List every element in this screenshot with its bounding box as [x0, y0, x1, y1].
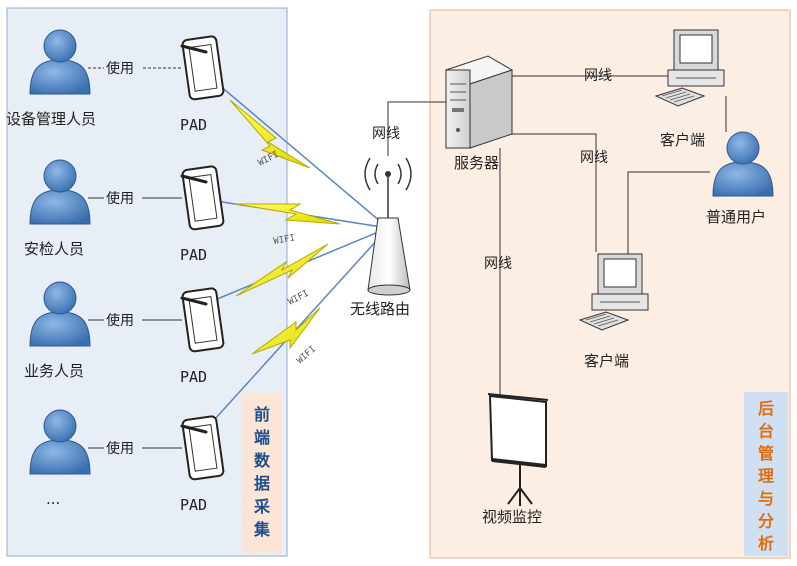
user-name-2: 安检人员	[24, 240, 84, 258]
use-label-1: 使用	[106, 60, 134, 77]
left-title-char-1: 前	[254, 405, 270, 424]
left-title-char-4: 据	[254, 474, 270, 493]
pad-icon-3	[180, 286, 226, 354]
right-title-char-7: 析	[758, 534, 774, 553]
use-label-3: 使用	[106, 312, 134, 329]
use-label-4: 使用	[106, 440, 134, 457]
left-title-char-3: 数	[254, 451, 271, 470]
server	[444, 55, 514, 149]
pad-label-3: PAD	[180, 368, 207, 386]
pad-icon-2	[180, 164, 226, 232]
client-mid-label: 客户端	[584, 352, 629, 370]
monitor-cable-label: 网线	[484, 256, 512, 272]
wifi-label-3: WIFI	[287, 289, 311, 308]
pad-label-2: PAD	[180, 246, 207, 264]
router-server-cable	[387, 101, 446, 156]
wifi-label-2: WIFI	[273, 233, 296, 247]
pad-icon-4	[180, 414, 226, 482]
left-title-char-2: 端	[254, 428, 270, 447]
left-users: 使用PAD设备管理人员使用PAD安检人员使用PAD业务人员使用PAD...	[6, 29, 226, 514]
video-monitor-label: 视频监控	[482, 508, 542, 526]
server-label: 服务器	[454, 154, 499, 172]
right-title-char-2: 台	[758, 422, 774, 441]
use-label-2: 使用	[106, 190, 134, 207]
client-mid-cable-label: 网线	[580, 150, 608, 166]
user-name-3: 业务人员	[24, 362, 84, 380]
wifi-bolts	[229, 99, 341, 355]
router	[364, 157, 412, 296]
user-name-1: 设备管理人员	[6, 110, 96, 128]
server-cables	[499, 75, 727, 400]
client-top-cable-label: 网线	[584, 68, 612, 84]
wifi-label-4: WIFI	[295, 344, 318, 366]
left-title-char-5: 采	[253, 497, 270, 516]
pad-label-1: PAD	[180, 116, 207, 134]
video-monitor-screen	[487, 393, 549, 506]
normal-user-label: 普通用户	[706, 208, 766, 226]
router-label: 无线路由	[350, 300, 410, 318]
right-title-char-4: 理	[758, 467, 774, 486]
client-top-label: 客户端	[660, 131, 705, 149]
front-end-title-box	[242, 393, 282, 553]
pad-label-4: PAD	[180, 496, 207, 514]
right-title-char-5: 与	[758, 489, 774, 508]
right-title-char-3: 管	[758, 444, 774, 463]
pad-icon-1	[180, 34, 226, 102]
user-name-4: ...	[46, 490, 60, 508]
right-title-char-6: 分	[758, 512, 774, 531]
right-title-char-1: 后	[758, 399, 774, 418]
left-title-char-6: 集	[253, 520, 271, 539]
back-end-title-box	[744, 392, 788, 556]
router-cable-label: 网线	[372, 126, 400, 142]
